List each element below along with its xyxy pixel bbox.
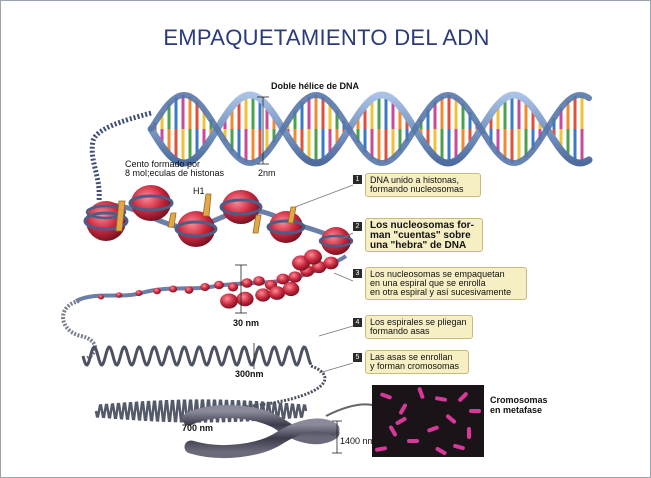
fiber-nucleosome (304, 249, 322, 265)
photo-chromosome (458, 392, 468, 402)
fiber-nucleosome (168, 285, 178, 293)
step-1-box: DNA unido a histonas, formando nucleosom… (365, 173, 481, 197)
metaphase-photo-chromosomes (375, 387, 481, 455)
fiber-nucleosome (184, 286, 194, 294)
fiber-300nm-coil (81, 345, 313, 367)
step-2-line3: una "hebra" de DNA (370, 240, 467, 251)
step-3-box: Los nucleosomas se empaquetan en una esp… (365, 267, 527, 300)
step-3-line3: en otra espiral y así sucesivamente (370, 287, 512, 297)
photo-chromosome (399, 403, 407, 415)
label-chromosomes-line1: Cromosomas (490, 395, 548, 405)
step-2-box: Los nucleosomas for- man "cuentas" sobre… (365, 218, 483, 252)
photo-chromosome (417, 387, 425, 399)
fiber-nucleosome (253, 276, 265, 286)
step-1-line1: DNA unido a histonas, (370, 175, 460, 185)
fiber-nucleosome (236, 291, 254, 307)
step-2-line1: Los nucleosomas for- (370, 220, 474, 231)
slide-title: EMPAQUETAMIENTO DEL ADN (163, 25, 490, 50)
label-300nm: 300nm (235, 369, 264, 379)
photo-chromosome (467, 427, 471, 439)
fiber-nucleosome (288, 271, 302, 283)
step-5-box: Las asas se enrollan y forman cromosomas (365, 350, 469, 374)
step-4-number: 4 (353, 318, 362, 327)
dna-backbone-strand-a (147, 91, 593, 167)
fiber-nucleosome (323, 256, 339, 270)
fiber-nucleosome (255, 288, 271, 302)
dna-descending-strand (89, 110, 152, 202)
photo-chromosome (435, 447, 447, 455)
photo-chromosome (445, 414, 457, 424)
step-5-number: 5 (353, 353, 362, 362)
fiber-nucleosome (135, 289, 143, 297)
step-3-number: 3 (353, 269, 362, 278)
photo-chromosome (395, 417, 407, 425)
photo-chromosome (469, 409, 481, 413)
step-4-box: Los espirales se pliegan formando asas (365, 315, 473, 339)
label-double-helix: Doble hélice de DNA (271, 81, 360, 91)
metaphase-chromosome (182, 404, 340, 458)
photo-chromosome (453, 443, 465, 451)
fiber-nucleosome (98, 294, 104, 300)
step-3-line2: en una espiral que se enrolla (370, 278, 486, 288)
callout-lines (294, 184, 354, 374)
label-30nm: 30 nm (233, 318, 259, 328)
pointer-to-photo (325, 403, 373, 417)
fiber-30nm-nucleosomes (98, 249, 339, 309)
fiber-nucleosome (153, 287, 161, 295)
label-2nm: 2nm (258, 168, 276, 178)
fiber-nucleosome (214, 280, 224, 290)
photo-chromosome (407, 439, 419, 443)
photo-chromosome (427, 425, 439, 433)
nucleosome-row-1 (83, 185, 354, 255)
step-5-line2: y forman cromosomas (370, 361, 460, 371)
photo-chromosome (375, 446, 387, 452)
photo-chromosome (380, 392, 392, 400)
step-4-line1: Los espirales se pliegan (370, 317, 467, 327)
step-2-number: 2 (353, 222, 362, 231)
h1-linker-proteins (115, 193, 297, 234)
label-core-line1: Cento formado por (125, 159, 200, 169)
step-3-line1: Los nucleosomas se empaquetan (370, 269, 505, 279)
label-1400nm: 1400 nm (340, 436, 375, 446)
label-700nm: 700 nm (182, 423, 213, 433)
label-h1: H1 (193, 186, 205, 196)
step-4-line2: formando asas (370, 326, 430, 336)
fiber-nucleosome (241, 278, 253, 288)
step-2-line2: man "cuentas" sobre (370, 230, 471, 241)
fiber-nucleosome (200, 283, 210, 291)
fiber-nucleosome (268, 286, 286, 300)
dna-backbone-strand-b (148, 91, 592, 167)
photo-chromosome (389, 425, 397, 437)
fiber-nucleosome (220, 293, 238, 309)
fiber-nucleosome (282, 281, 300, 297)
step-1-number: 1 (353, 175, 362, 184)
connector-to-chromosome (230, 364, 327, 411)
fiber-nucleosome (227, 282, 239, 292)
photo-chromosome (435, 396, 447, 402)
fiber-nucleosome (276, 273, 290, 285)
fiber-nucleosome (115, 292, 123, 298)
label-chromosomes-line2: en metafase (490, 405, 542, 415)
step-5-line1: Las asas se enrollan (370, 352, 453, 362)
step-1-line2: formando nucleosomas (370, 184, 464, 194)
label-core-line2: 8 mol;eculas de histonas (125, 168, 225, 178)
chromatin-loop-left (61, 299, 97, 361)
